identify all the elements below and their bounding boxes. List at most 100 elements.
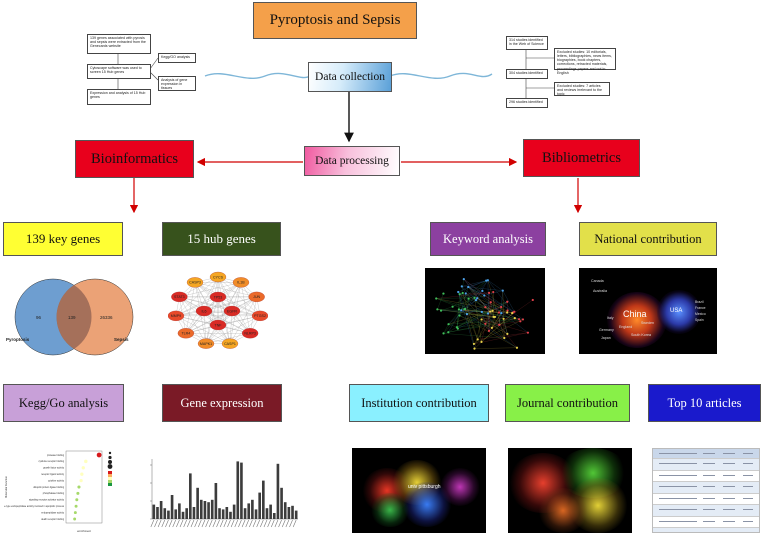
- keyword-node: [460, 309, 463, 312]
- keyword-edge: [468, 286, 515, 312]
- top10-cell-placeholder: [723, 486, 735, 487]
- kegg-term-label: ubiquitin protein ligase binding: [33, 486, 65, 489]
- keyword-node: [517, 318, 521, 321]
- keyword-node: [521, 318, 525, 321]
- gene-label: STAT3: [174, 295, 185, 299]
- network-edge: [179, 296, 251, 334]
- kegg-xlabel: enrichment: [77, 529, 91, 533]
- keyword-node: [486, 312, 490, 315]
- keyword-edge: [477, 298, 493, 311]
- expr-tick-label: [165, 519, 169, 528]
- kegg-dot: [75, 498, 79, 502]
- network-edge: [175, 315, 231, 344]
- expr-bar: [170, 495, 174, 519]
- gene-node-mmp9: [168, 310, 185, 321]
- institution-label: univ pittsburgh: [408, 484, 441, 490]
- keyword-edge: [468, 280, 488, 288]
- top10-cell-placeholder: [743, 474, 753, 476]
- keyword-node: [506, 332, 509, 335]
- keyword-node: [464, 292, 467, 295]
- keyword-node: [503, 336, 506, 340]
- expr-bar: [156, 507, 159, 519]
- keyword-edge: [463, 278, 485, 296]
- keyword-edge: [465, 292, 490, 294]
- national-density-map: China USA Canada Australia Italy Germany…: [579, 268, 717, 354]
- venn-left-only: 96: [36, 315, 42, 320]
- keyword-edge: [448, 318, 520, 325]
- right-flow-step2: 304 studies identified: [506, 69, 548, 79]
- venn-overlap: [56, 285, 92, 349]
- expr-tick-label: [179, 519, 184, 528]
- keyword-node: [457, 308, 461, 311]
- network-edge: [194, 282, 257, 297]
- country-australia: Australia: [593, 289, 607, 293]
- keyword-edge: [477, 332, 528, 340]
- gene-label: CASP1: [224, 342, 236, 346]
- left-flow-step1: 139 genes associated with pyrosis and se…: [87, 34, 151, 54]
- gene-node-egfr: [223, 305, 241, 317]
- institution-density-map: univ pittsburgh: [352, 448, 486, 533]
- keyword-edge: [448, 311, 482, 333]
- expr-tick-label: [216, 519, 220, 528]
- keyword-edge: [458, 291, 508, 335]
- country-japan: Japan: [601, 336, 611, 340]
- right-flow-side1: Excluded studies: 10 editorials, letters…: [554, 48, 616, 75]
- network-edge: [203, 310, 207, 344]
- keyword-edge: [456, 315, 460, 328]
- keyword-edge: [436, 298, 489, 314]
- keyword-edge: [481, 319, 490, 332]
- keyword-edge: [466, 313, 518, 348]
- expr-bar: [269, 504, 272, 519]
- network-edge: [179, 296, 207, 344]
- expr-tick-label: [212, 519, 217, 528]
- keyword-node: [458, 293, 461, 296]
- kegg-dot: [79, 478, 83, 483]
- keyword-node: [515, 346, 519, 349]
- keyword-edge: [436, 292, 490, 299]
- expr-tick-label: [252, 519, 257, 528]
- network-edge: [194, 282, 231, 344]
- top10-cell-placeholder: [723, 532, 735, 533]
- expr-tick-label: [274, 519, 279, 528]
- keyword-node: [473, 296, 476, 299]
- keyword-edge: [502, 290, 515, 312]
- keyword-edge: [491, 317, 515, 329]
- keyword-edge: [477, 298, 493, 311]
- kegg-dot: [74, 504, 78, 508]
- keyword-node: [498, 323, 501, 326]
- expr-bar: [294, 510, 298, 519]
- kegg-dot: [76, 491, 80, 495]
- keyword-edge: [457, 313, 489, 329]
- keyword-edge: [456, 294, 460, 328]
- expr-bar: [272, 513, 276, 519]
- network-edge: [229, 296, 257, 344]
- expr-bar: [218, 508, 221, 519]
- keyword-edge: [474, 319, 482, 349]
- keyword-edge: [456, 311, 491, 328]
- gene-label: CASP3: [189, 281, 201, 285]
- journal-density-map: [508, 448, 632, 533]
- keyword-node: [490, 326, 494, 329]
- venn-diagram: 96 139 26336 Pyroptosis Sepsis: [6, 278, 134, 356]
- gene-node-mapk1: [197, 338, 215, 349]
- expr-bar: [199, 499, 203, 519]
- keyword-edge: [477, 310, 493, 340]
- gene-label: TNF: [215, 323, 223, 327]
- top10-cell-placeholder: [743, 486, 753, 487]
- kegg-legend-swatch: [108, 477, 112, 480]
- top10-table-row: [653, 505, 759, 517]
- gene-node-tp53: [209, 291, 227, 303]
- keyword-node: [489, 310, 492, 313]
- network-edge: [194, 282, 261, 316]
- hub-gene-network: CYCSIL1BJUNPTGS2NLRP3CASP1MAPK1TLR4MMP9S…: [168, 271, 268, 349]
- wave-right: [389, 72, 493, 80]
- keyword-edge: [481, 319, 508, 335]
- top10-cell-placeholder: [743, 453, 753, 454]
- country-usa: USA: [670, 308, 683, 314]
- top10-cell-placeholder: [723, 520, 735, 522]
- expr-tick-label: [263, 519, 268, 528]
- keyword-node: [486, 279, 489, 282]
- keyword-edge: [458, 291, 475, 349]
- network-edge: [229, 310, 233, 344]
- gene-label: NLRP3: [244, 332, 256, 336]
